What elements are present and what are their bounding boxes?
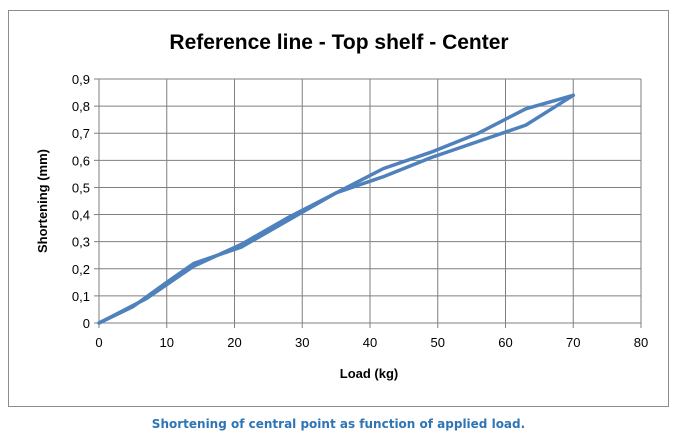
x-tick-label: 60 — [498, 335, 512, 350]
x-tick-labels: 0 10 20 30 40 50 60 70 80 — [95, 335, 648, 350]
y-tick-label: 0,7 — [72, 126, 90, 141]
y-tick-label: 0,5 — [72, 180, 90, 195]
line-chart: Reference line - Top shelf - Center 0 10 2… — [35, 31, 648, 381]
y-axis-label: Shortening (mm) — [35, 149, 50, 253]
series-line-2 — [97, 93, 576, 325]
y-tick-label: 0,4 — [72, 208, 90, 223]
figure-caption: Shortening of central point as function … — [151, 417, 526, 431]
y-tick-label: 0,6 — [72, 153, 90, 168]
y-tick-label: 0,3 — [72, 235, 90, 250]
y-tick-label: 0,9 — [72, 72, 90, 87]
x-tick-label: 0 — [95, 335, 102, 350]
y-tick-label: 0,1 — [72, 289, 90, 304]
x-tick-label: 20 — [227, 335, 241, 350]
x-tick-label: 80 — [634, 335, 648, 350]
axes — [94, 78, 642, 328]
y-tick-label: 0,2 — [72, 262, 90, 277]
gridlines — [99, 78, 642, 323]
x-tick-label: 70 — [566, 335, 580, 350]
y-tick-labels: 0 0,1 0,2 0,3 0,4 0,5 0,6 0,7 0,8 0,9 — [72, 72, 90, 331]
x-tick-label: 40 — [363, 335, 377, 350]
x-tick-label: 30 — [295, 335, 309, 350]
x-tick-label: 50 — [431, 335, 445, 350]
chart-title: Reference line - Top shelf - Center — [169, 31, 508, 54]
chart-frame: Reference line - Top shelf - Center 0 10 2… — [8, 10, 669, 407]
y-tick-label: 0,8 — [72, 99, 90, 114]
series-line-1 — [97, 93, 576, 325]
x-tick-label: 10 — [160, 335, 174, 350]
x-axis-label: Load (kg) — [340, 366, 399, 381]
y-tick-label: 0 — [83, 316, 90, 331]
series-layer — [97, 93, 576, 325]
